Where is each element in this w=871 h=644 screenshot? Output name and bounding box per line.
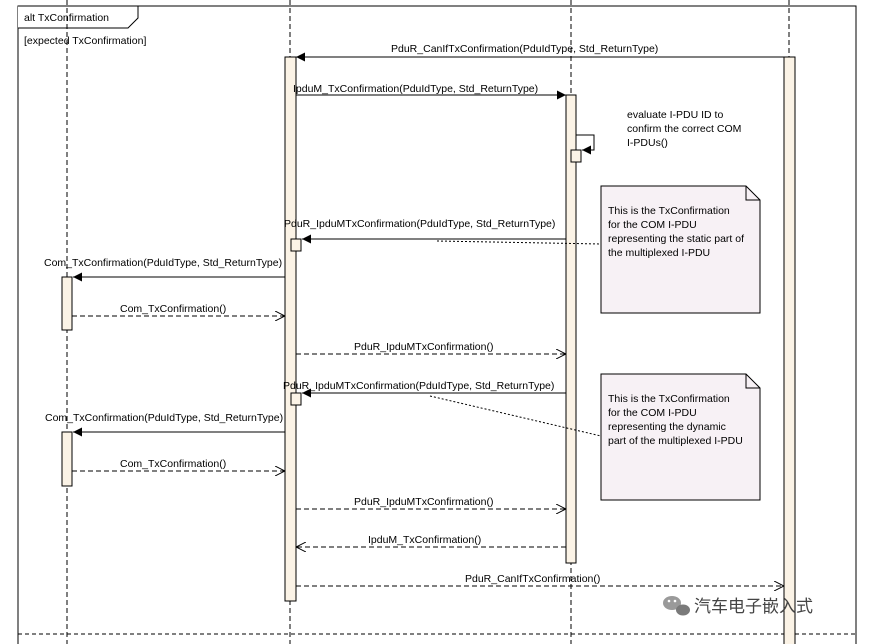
activation-com-2 (61, 431, 73, 487)
self-call-label: evaluate I-PDU ID to confirm the correct… (627, 109, 744, 149)
wechat-icon (663, 596, 690, 616)
message-label-9: Com_TxConfirmation() (120, 458, 226, 470)
message-label-5: Com_TxConfirmation() (120, 303, 226, 315)
message-label-2: IpduM_TxConfirmation(PduIdType, Std_Retu… (293, 83, 538, 95)
activation-canif (783, 56, 796, 644)
watermark: 汽车电子嵌入式 (663, 596, 813, 617)
activation-ipdum-self (570, 149, 582, 163)
note-static-text: This is the TxConfirmation for the COM I… (608, 205, 747, 259)
alt-frame-guard: [expected TxConfirmation] (24, 35, 146, 47)
activations (61, 56, 796, 644)
message-label-8: Com_TxConfirmation(PduIdType, Std_Return… (45, 412, 283, 424)
message-label-11: IpduM_TxConfirmation() (368, 534, 481, 546)
activation-ipdum (565, 94, 577, 564)
message-label-3: PduR_IpduMTxConfirmation(PduIdType, Std_… (284, 218, 555, 230)
activation-com-1 (61, 276, 73, 331)
message-label-4: Com_TxConfirmation(PduIdType, Std_Return… (44, 257, 282, 269)
note-dynamic-anchor (429, 395, 602, 437)
message-label-1: PduR_CanIfTxConfirmation(PduIdType, Std_… (391, 43, 658, 55)
self-call-arrow (576, 134, 595, 155)
activation-pdur-nested-1 (290, 238, 302, 252)
alt-frame: alt TxConfirmation [expected TxConfirmat… (17, 5, 857, 644)
message-label-6: PduR_IpduMTxConfirmation() (354, 341, 493, 353)
message-label-7: PduR_IpduMTxConfirmation(PduIdType, Std_… (283, 380, 554, 392)
watermark-text: 汽车电子嵌入式 (694, 597, 813, 617)
note-dynamic-text: This is the TxConfirmation for the COM I… (608, 393, 743, 447)
messages: PduR_CanIfTxConfirmation(PduIdType, Std_… (44, 43, 784, 586)
note-static-anchor (436, 240, 602, 245)
message-label-12: PduR_CanIfTxConfirmation() (465, 573, 600, 585)
activation-pdur (284, 56, 297, 602)
note-static: This is the TxConfirmation for the COM I… (436, 185, 761, 314)
note-dynamic: This is the TxConfirmation for the COM I… (429, 373, 761, 501)
message-label-10: PduR_IpduMTxConfirmation() (354, 496, 493, 508)
activation-pdur-nested-2 (290, 392, 302, 406)
